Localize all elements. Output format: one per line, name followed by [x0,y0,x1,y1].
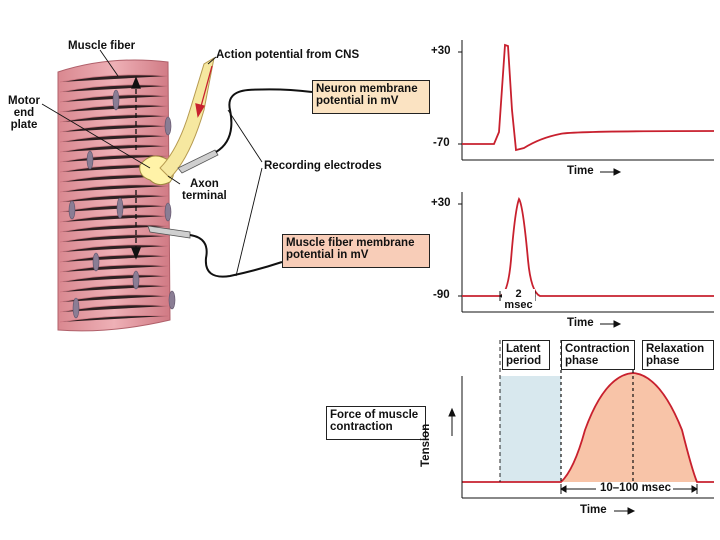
box-muscle-line2: potential in mV [286,249,369,261]
recording-electrodes [147,88,313,278]
label-axon-terminal-line2: terminal [182,190,227,202]
graph2-xlabel: Time [567,317,594,329]
box-relaxation-phase: Relaxation phase [642,340,714,370]
graph3-xlabel: Time [580,504,607,516]
box-force-line1: Force of muscle [330,409,419,421]
neuron-wire [215,88,313,153]
graph-neuron-potential [458,40,715,161]
box-force-of-contraction: Force of muscle contraction [326,406,426,440]
box-contraction-line2: phase [565,355,599,367]
muscle-action-potential-trace [462,197,714,297]
neuron-action-potential-trace [462,43,715,152]
graph2-ytick-bottom: -90 [433,289,450,301]
graph-force-of-contraction [448,340,714,499]
box-contraction-line1: Contraction [565,343,630,355]
box-latent-line1: Latent [506,343,541,355]
time-arrows [600,168,636,515]
label-motor-end-plate-line1: Motor [8,95,40,107]
action-potential-arrows [195,65,213,118]
label-motor-end-plate-line3: plate [10,119,38,131]
graph3-ylabel: Tension [420,423,432,467]
label-motor-end-plate-line2: end [13,107,35,119]
box-neuron-line1: Neuron membrane [316,83,418,95]
label-muscle-fiber: Muscle fiber [68,40,136,52]
label-motor-end-plate: Motor end plate [6,95,42,131]
box-latent-line2: period [506,355,542,367]
graph2-duration-value: 2 [515,288,522,300]
box-contraction-phase: Contraction phase [561,340,635,370]
tension-axis-arrow [448,407,456,436]
box-relaxation-line2: phase [646,355,680,367]
graph2-duration-unit: msec [504,299,533,311]
box-muscle-line1: Muscle fiber membrane [286,237,415,249]
label-recording-electrodes: Recording electrodes [264,160,382,172]
contraction-fill [561,373,697,482]
neuron-electrode [177,149,219,174]
box-muscle-potential: Muscle fiber membrane potential in mV [282,234,430,268]
motor-axon [159,56,215,179]
box-force-line2: contraction [330,421,393,433]
label-axon-terminal-line1: Axon [190,178,219,190]
propagation-arrows [131,76,141,260]
leader-lines [41,49,263,277]
box-relaxation-line1: Relaxation [646,343,705,355]
latent-period-region [500,376,561,482]
graph2-ytick-top: +30 [431,197,451,209]
graph2-duration-label: 2 msec [502,289,535,311]
duration-bracket-10-100msec [560,484,698,494]
graph-muscle-potential [458,192,714,313]
graph1-ytick-top: +30 [431,45,451,57]
muscle-electrode [147,225,191,239]
muscle-wire [189,234,283,278]
box-neuron-line2: potential in mV [316,95,399,107]
label-axon-terminal: Axon terminal [182,178,227,202]
box-neuron-potential: Neuron membrane potential in mV [312,80,430,114]
graph3-duration-label: 10–100 msec [598,482,673,494]
muscle-nuclei [68,89,176,319]
graph1-ytick-bottom: -70 [433,137,450,149]
muscle-fiber-illustration [57,56,215,332]
graph1-xlabel: Time [567,165,594,177]
label-action-potential: Action potential from CNS [216,49,360,61]
box-latent-period: Latent period [502,340,550,370]
